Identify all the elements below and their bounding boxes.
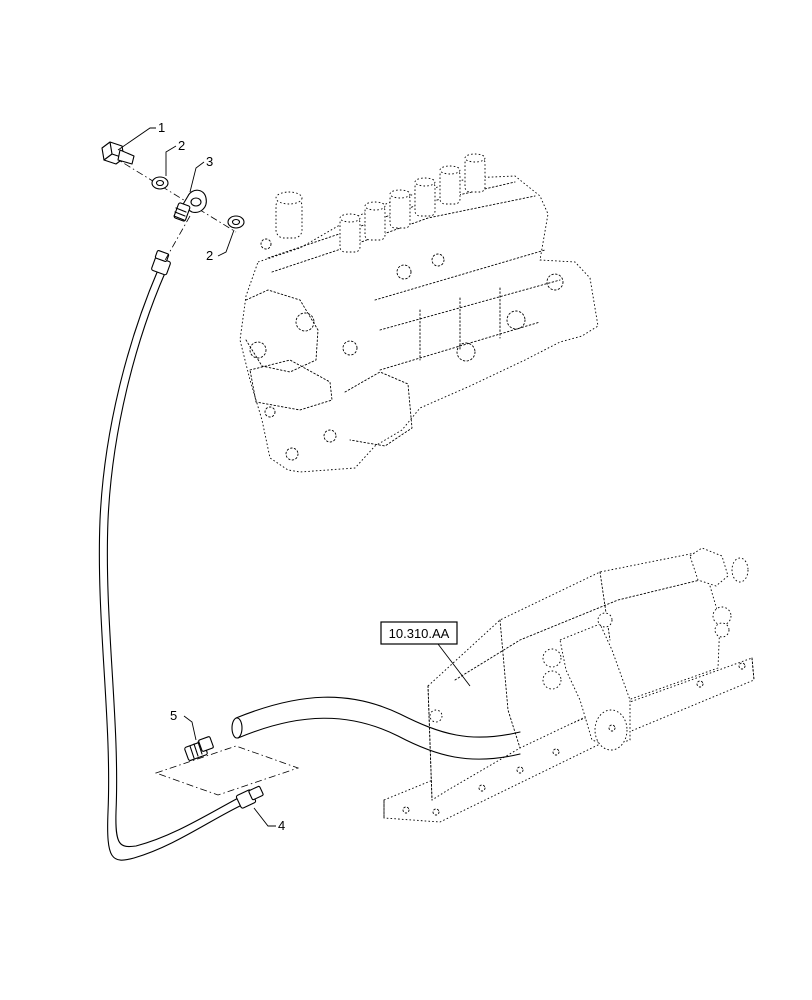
part-5-fitting (154, 736, 300, 796)
banjo-fitting (173, 189, 207, 222)
callout-2-upper: 2 (178, 138, 185, 153)
callout-3: 3 (206, 154, 213, 169)
sealing-washer-lower (227, 215, 245, 229)
callout-5: 5 (170, 708, 177, 723)
sealing-washer-upper (151, 176, 169, 190)
housing-bolts (429, 606, 732, 723)
pump-outlets (275, 153, 486, 253)
drain-hose (231, 696, 521, 760)
reference-link[interactable]: 10.310.AA (380, 621, 458, 645)
callout-2-lower: 2 (206, 248, 213, 263)
injection-pump-context (239, 153, 599, 473)
callout-4: 4 (278, 818, 285, 833)
banjo-bolt-assembly (101, 141, 245, 263)
callout-1: 1 (158, 120, 165, 135)
cooler-housing-context (383, 547, 755, 823)
leader-lines (117, 127, 471, 827)
fuel-return-pipe (98, 250, 264, 861)
banjo-bolt (101, 141, 135, 165)
reference-label[interactable]: 10.310.AA (389, 626, 450, 641)
